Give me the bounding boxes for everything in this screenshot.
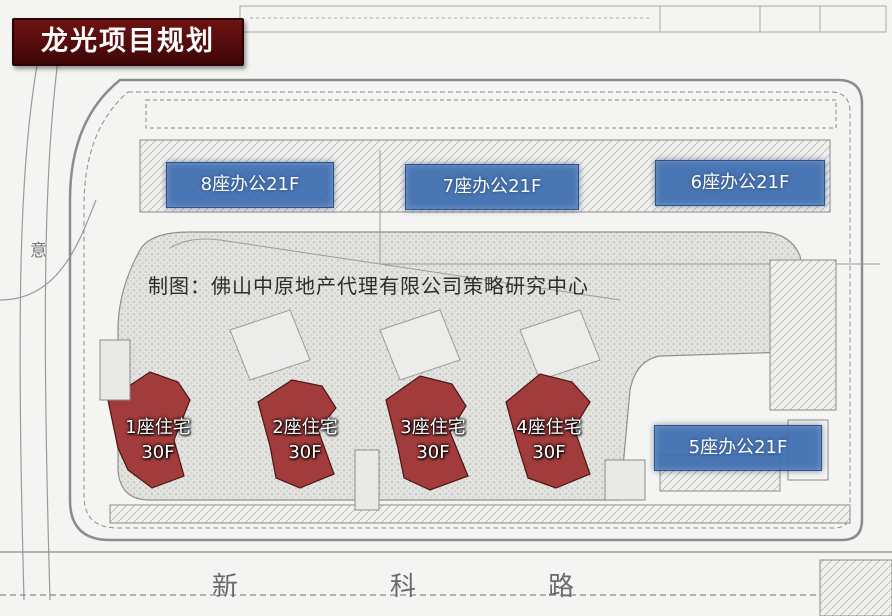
- tower-2-footprint: [257, 379, 337, 489]
- tower-name: 1座住宅: [125, 417, 191, 438]
- page-title: 龙光项目规划: [12, 18, 244, 66]
- west-road-char: 意: [30, 241, 47, 261]
- tower-floors: 30F: [141, 442, 175, 463]
- residential-footprints: [107, 371, 591, 491]
- drawing-frame: [239, 5, 887, 33]
- site-boundary: [68, 78, 864, 542]
- road-name-char-1: 新: [212, 572, 239, 602]
- tower-3-footprint: [385, 375, 469, 491]
- tower-floors: 30F: [288, 442, 322, 463]
- office-tower-5-label: 5座办公21F: [654, 425, 822, 471]
- left-road-lines: [0, 59, 97, 601]
- road-name-char-3: 路: [548, 572, 575, 602]
- office-tower-6-label: 6座办公21F: [655, 160, 825, 206]
- east-block: [769, 259, 837, 481]
- office-tower-8-label: 8座办公21F: [166, 162, 334, 208]
- tower-floors: 30F: [416, 442, 450, 463]
- tower-4-footprint: [505, 373, 591, 489]
- residential-tower-1-label: 1座住宅 30F: [103, 415, 213, 465]
- road-name-char-2: 科: [390, 572, 417, 602]
- tower-name: 2座住宅: [272, 417, 338, 438]
- residential-tower-3-label: 3座住宅 30F: [378, 415, 488, 465]
- residential-tower-2-label: 2座住宅 30F: [250, 415, 360, 465]
- tower-1-footprint: [107, 371, 191, 489]
- tower-floors: 30F: [532, 442, 566, 463]
- residential-tower-4-label: 4座住宅 30F: [494, 415, 604, 465]
- tower-name: 4座住宅: [516, 417, 582, 438]
- drawing-credit: 制图：佛山中原地产代理有限公司策略研究中心: [148, 274, 589, 298]
- office-tower-7-label: 7座办公21F: [405, 164, 579, 210]
- tower-name: 3座住宅: [400, 417, 466, 438]
- plaza-paths: [169, 150, 880, 381]
- south-edge: [0, 504, 892, 616]
